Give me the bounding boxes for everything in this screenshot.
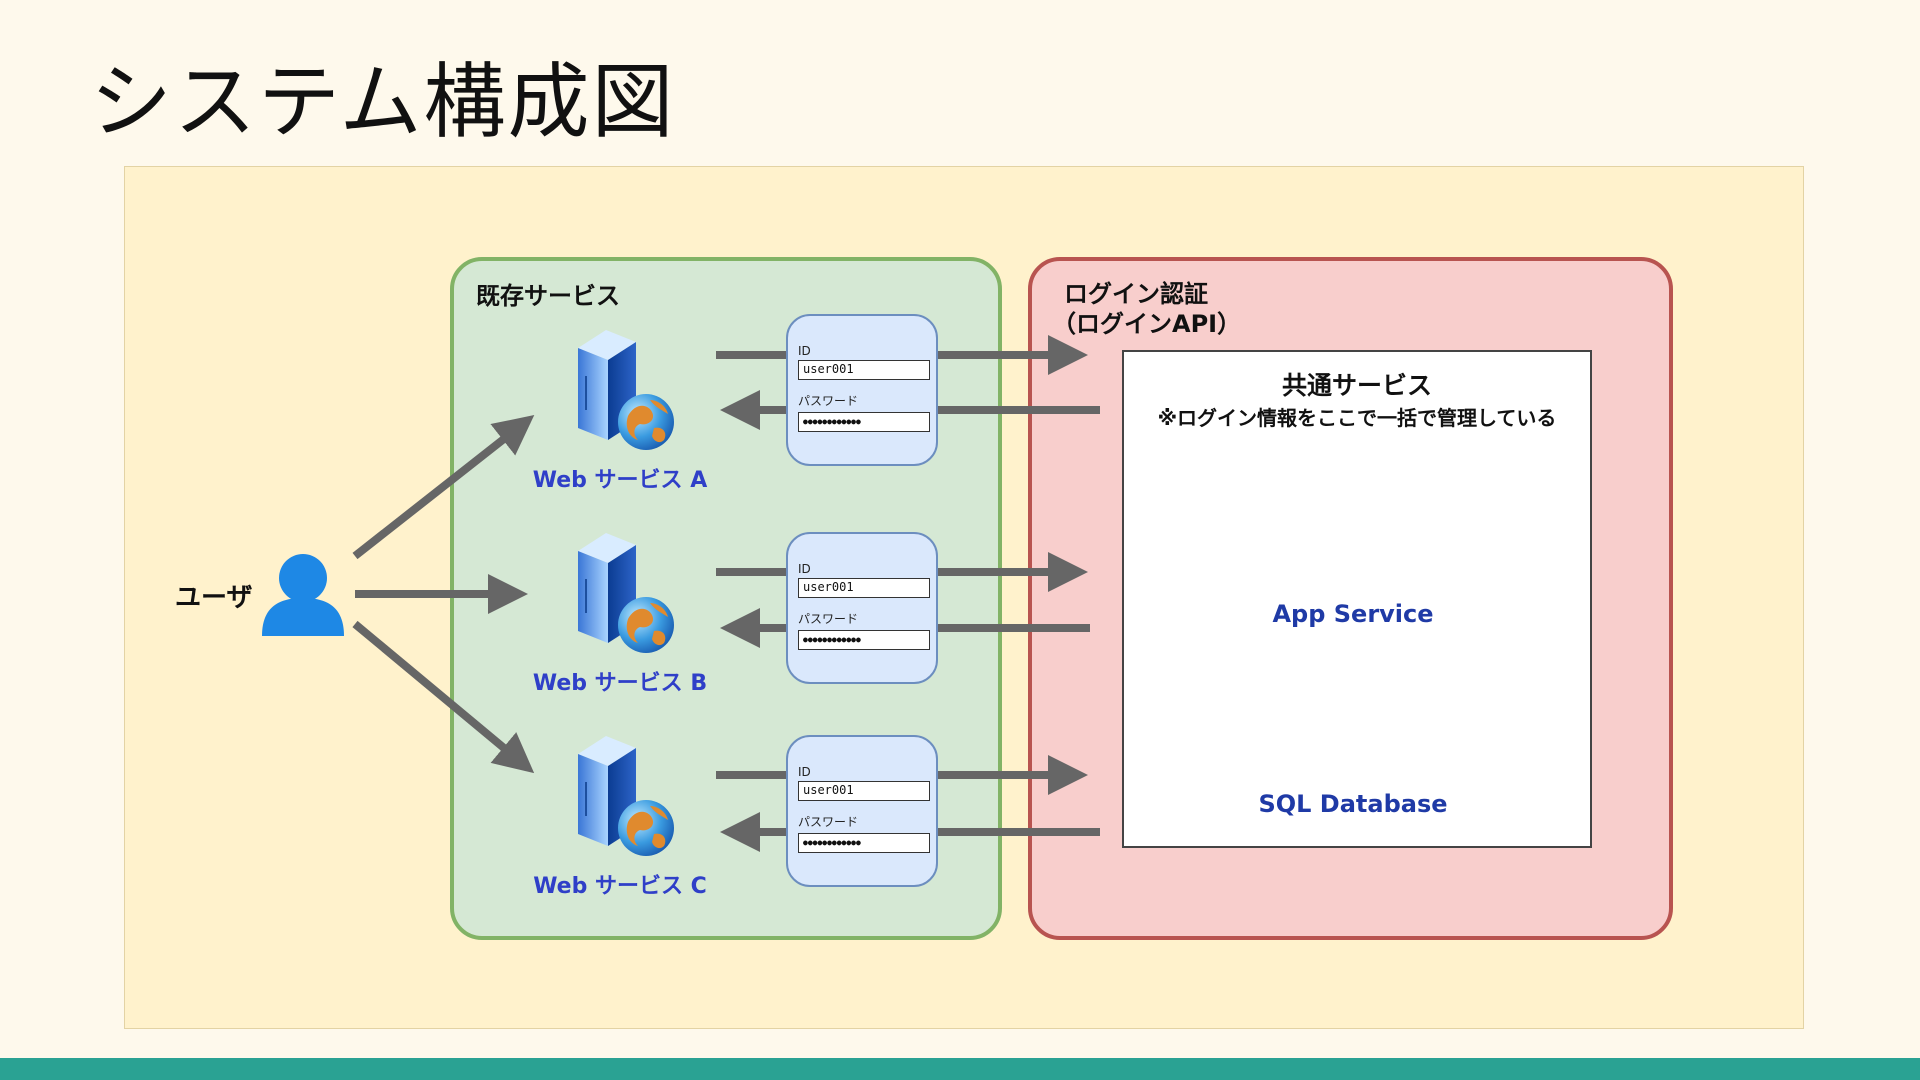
slide-title: システム構成図 [90,55,676,150]
user-to-service-c-arrow [352,620,535,774]
login-form-panel-a: ID user001 パスワード ●●●●●●●●●●●● [786,314,938,466]
web-service-c-label: Web サービス C [533,874,707,899]
bottom-accent-bar [0,1058,1920,1080]
web-server-a-icon [577,329,675,451]
common-service-box: 共通サービス ※ログイン情報をここで一括で管理している [1122,350,1592,848]
web-server-b-icon [577,532,675,654]
password-field: ●●●●●●●●●●●● [798,630,930,650]
common-service-title: 共通サービス [1281,371,1432,400]
login-form-panel-c: ID user001 パスワード ●●●●●●●●●●●● [786,735,938,887]
password-caption: パスワード [798,612,859,626]
id-caption: ID [798,765,811,779]
web-service-b-label: Web サービス B [532,671,708,696]
password-caption: パスワード [798,815,859,829]
password-field: ●●●●●●●●●●●● [798,833,930,853]
common-service-note: ※ログイン情報をここで一括で管理している [1157,406,1557,430]
id-field: user001 [798,360,930,380]
sql-icon-text: SQL [1314,708,1382,743]
app-service-label: App Service [1272,600,1434,628]
id-field: user001 [798,781,930,801]
login-api-label: （ログインAPI） [1052,310,1242,338]
login-auth-label: ログイン認証 [1064,280,1208,308]
user-icon [262,554,344,636]
web-service-a-label: Web サービス A [532,468,708,493]
sql-database-label: SQL Database [1258,790,1448,818]
web-server-c-icon [577,735,675,857]
user-label: ユーザ [175,583,253,613]
password-field: ●●●●●●●●●●●● [798,412,930,432]
login-form-panel-b: ID user001 パスワード ●●●●●●●●●●●● [786,532,938,684]
id-caption: ID [798,562,811,576]
id-field: user001 [798,578,930,598]
id-caption: ID [798,344,811,358]
user-to-service-a-arrow [352,415,535,560]
existing-services-label: 既存サービス [476,282,620,310]
password-caption: パスワード [798,394,859,408]
